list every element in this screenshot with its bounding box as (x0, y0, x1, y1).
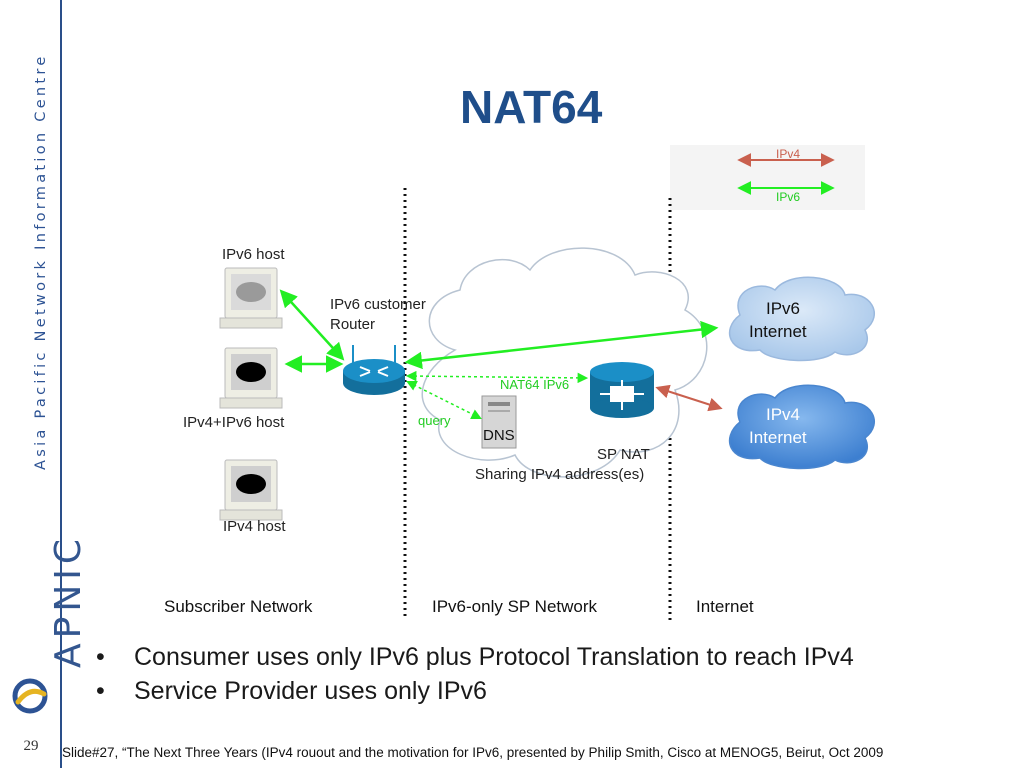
ipv4-cloud-line1: IPv4 (766, 405, 800, 424)
customer-router-icon (343, 345, 405, 395)
bullet-list: •Consumer uses only IPv6 plus Protocol T… (96, 640, 854, 708)
link-spnat-ipv4-internet (655, 384, 723, 412)
bullet-text: Consumer uses only IPv6 plus Protocol Tr… (134, 643, 854, 671)
zone-subscriber-label: Subscriber Network (164, 597, 313, 616)
dns-server-icon (481, 395, 517, 449)
page-number: 29 (23, 738, 39, 754)
dual-stack-host (219, 347, 283, 409)
ipv4-cloud-line2: Internet (749, 428, 807, 447)
link-router-dns (406, 381, 482, 419)
zone-sp-label: IPv6-only SP Network (432, 597, 598, 616)
nat64-ipv6-label: NAT64 IPv6 (500, 377, 569, 392)
ipv6-host-label: IPv6 host (222, 246, 285, 263)
brand-sidebar: Asia Pacific Network Information Centre … (0, 0, 89, 768)
ipv6-host-screen-icon (236, 282, 266, 302)
diagram-canvas: IPv4 IPv6 IPv6 host IPv4+IPv6 host (164, 145, 876, 620)
ipv6-internet-cloud (729, 276, 876, 362)
query-label: query (418, 413, 451, 428)
link-ipv6host-router (279, 289, 345, 361)
ipv6-host (219, 267, 283, 329)
apnic-logo-icon (12, 678, 48, 714)
ipv4-internet-cloud (729, 384, 876, 470)
sp-nat-label: SP NAT (597, 446, 650, 463)
ipv4-host (219, 459, 283, 521)
ipv4-host-screen-icon (236, 474, 266, 494)
nat64-diagram: IPv4 IPv6 IPv6 host IPv4+IPv6 host (60, 140, 880, 630)
slide-footer-citation: Slide#27, “The Next Three Years (IPv4 ro… (62, 745, 884, 760)
zone-internet-label: Internet (696, 597, 754, 616)
dns-label: DNS (483, 427, 515, 444)
router-label-line2: Router (330, 316, 375, 333)
bullet-text: Service Provider uses only IPv6 (134, 677, 487, 705)
link-router-ipv6-internet (404, 320, 719, 370)
ipv4-host-label: IPv4 host (223, 518, 286, 535)
bullet-item: •Consumer uses only IPv6 plus Protocol T… (96, 643, 854, 671)
ipv6-cloud-line1: IPv6 (766, 299, 800, 318)
legend-ipv4-label: IPv4 (776, 147, 800, 161)
router-label-line1: IPv6 customer (330, 296, 426, 313)
sp-nat-sharing-label: Sharing IPv4 address(es) (475, 466, 644, 483)
dual-host-screen-icon (236, 362, 266, 382)
sp-network-cloud (421, 247, 708, 478)
ipv6-cloud-line2: Internet (749, 322, 807, 341)
organization-name: Asia Pacific Network Information Centre (33, 53, 49, 470)
dual-host-label: IPv4+IPv6 host (183, 414, 285, 431)
bullet-item: •Service Provider uses only IPv6 (96, 677, 487, 705)
slide-title: NAT64 (460, 81, 603, 133)
legend-ipv6-label: IPv6 (776, 190, 800, 204)
legend: IPv4 IPv6 (670, 145, 865, 210)
sp-nat-icon (590, 362, 654, 418)
